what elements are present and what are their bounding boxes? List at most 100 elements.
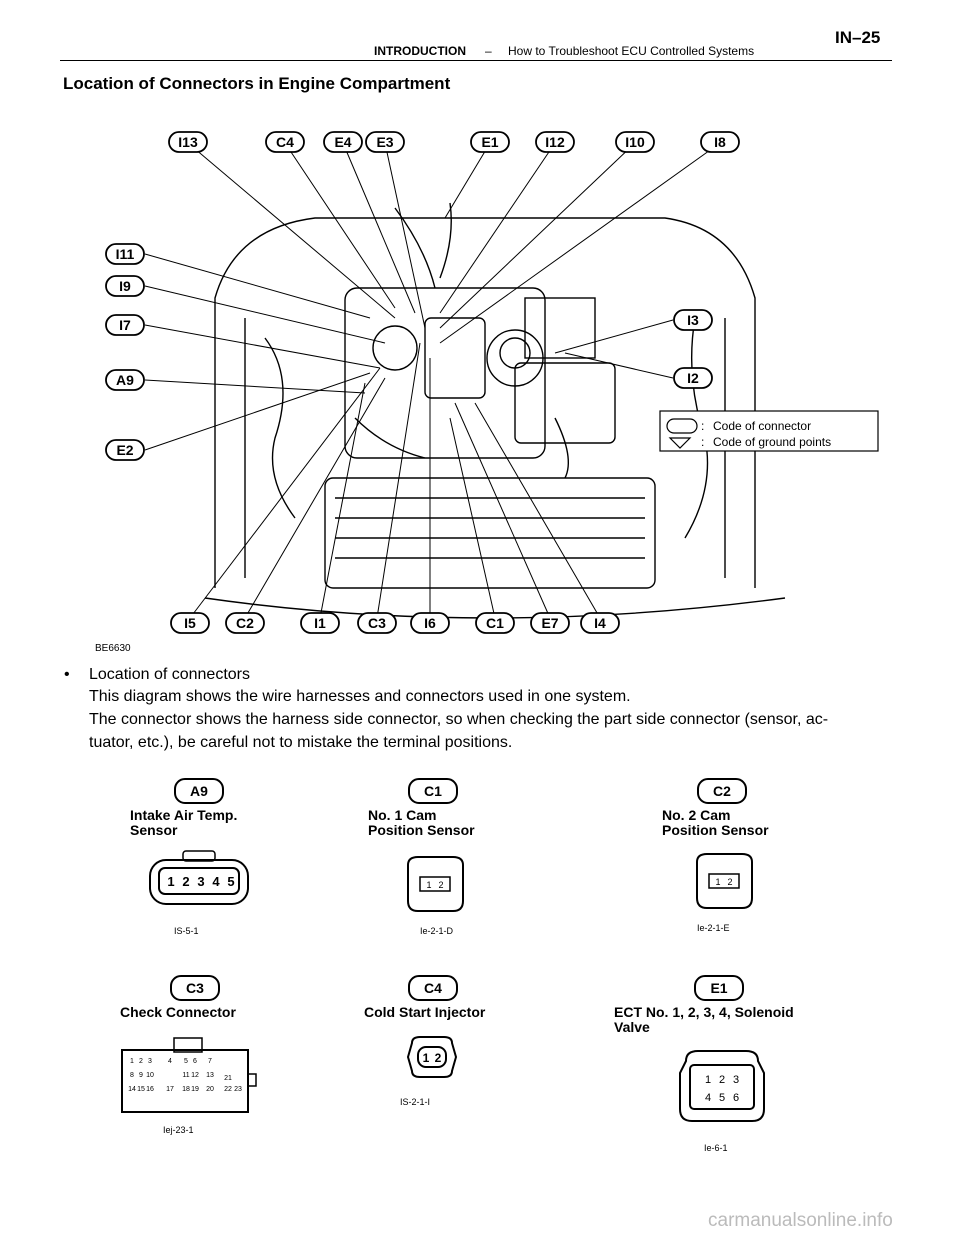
pin-label: 10 [146,1072,154,1079]
legend-sep-1: : [701,419,704,433]
pin-label: 1 [130,1058,134,1065]
pin-label: 6 [193,1058,197,1065]
callout-pill [105,369,145,391]
pin-label: 2 [719,1074,725,1086]
callout-label-i1: I1 [314,615,326,631]
connector-ref: IS-5-1 [174,926,199,936]
bullet-line-3: tuator, etc.), be careful not to mistake… [89,734,513,751]
connector-ref: Ie-2-1-E [697,923,730,933]
pin-label: 5 [227,874,234,889]
connector-ref: Ie-6-1 [704,1143,728,1153]
pin-label: 15 [137,1086,145,1093]
pin-label: 2 [438,880,443,890]
callout-pill [170,612,210,634]
pin-label: 3 [148,1058,152,1065]
pin-label: 13 [206,1072,214,1079]
pin-label: 4 [212,874,220,889]
callout-label-i7: I7 [119,317,131,333]
pin-label: 18 [182,1086,190,1093]
connector-ref: Iej-23-1 [163,1125,194,1135]
pin-label: 4 [705,1092,711,1104]
callout-pill [475,612,515,634]
legend-sep-2: : [701,435,704,449]
pin-label: 9 [139,1072,143,1079]
pin-label: 20 [206,1086,214,1093]
connector-code: C2 [697,778,747,804]
callout-label-c2: C2 [236,615,254,631]
callout-pill [673,367,713,389]
connector-name: Cold Start Injector [364,1004,486,1020]
pin-label: 12 [191,1072,199,1079]
connector-name: Intake Air Temp.Sensor [130,807,238,838]
pin-label: 7 [208,1058,212,1065]
pin-label: 6 [733,1092,739,1104]
pin-label: 2 [139,1058,143,1065]
pin-label: 1 [426,880,431,890]
callout-label-c3: C3 [368,615,386,631]
callout-label-i12: I12 [545,134,565,150]
callout-pill [365,131,405,153]
pin-label: 3 [197,874,204,889]
callout-pill [470,131,510,153]
callout-label-i6: I6 [424,615,436,631]
page-title: Location of Connectors in Engine Compart… [63,74,451,93]
pin-label: 1 [167,874,174,889]
legend-ground-text: Code of ground points [713,435,831,449]
pin-label: 8 [130,1072,134,1079]
callout-pill [580,612,620,634]
pin-label: 14 [128,1086,136,1093]
connector-code: E1 [694,975,744,1001]
pin-label: 2 [727,877,732,887]
figure-id: BE6630 [95,643,131,654]
callout-pill [673,309,713,331]
callout-pill [300,612,340,634]
callout-label-i5: I5 [184,615,196,631]
connector-name: Check Connector [120,1004,236,1020]
callout-pill [105,275,145,297]
header-dash: – [485,44,492,58]
callout-label-i4: I4 [594,615,606,631]
callout-pill [105,439,145,461]
callout-label-e4: E4 [334,134,351,150]
connector-code: A9 [174,778,224,804]
callout-label-c1: C1 [486,615,504,631]
pin-label: 11 [182,1072,189,1079]
callout-pill [105,314,145,336]
callout-pill [323,131,363,153]
bullet-heading: Location of connectors [89,666,250,683]
callout-label-i9: I9 [119,278,131,294]
pin-label: 1 [715,877,720,887]
header-rule [60,60,892,61]
connector-ref: Ie-2-1-D [420,926,454,936]
callout-label-i10: I10 [625,134,645,150]
pin-label: 5 [184,1058,188,1065]
pin-label: 17 [166,1086,174,1093]
pin-label: 1 [705,1074,711,1086]
pin-label: 19 [191,1086,199,1093]
callout-pill [535,131,575,153]
connector-ref: IS-2-1-I [400,1097,431,1107]
page-number: IN–25 [835,28,881,47]
callout-label-e7: E7 [541,615,558,631]
callout-pill [225,612,265,634]
pin-label: 16 [146,1086,154,1093]
callout-pill [615,131,655,153]
callout-pill [168,131,208,153]
callout-pill [357,612,397,634]
connector-code: C1 [408,778,458,804]
callout-label-i3: I3 [687,312,699,328]
pin-label: 23 [234,1086,242,1093]
